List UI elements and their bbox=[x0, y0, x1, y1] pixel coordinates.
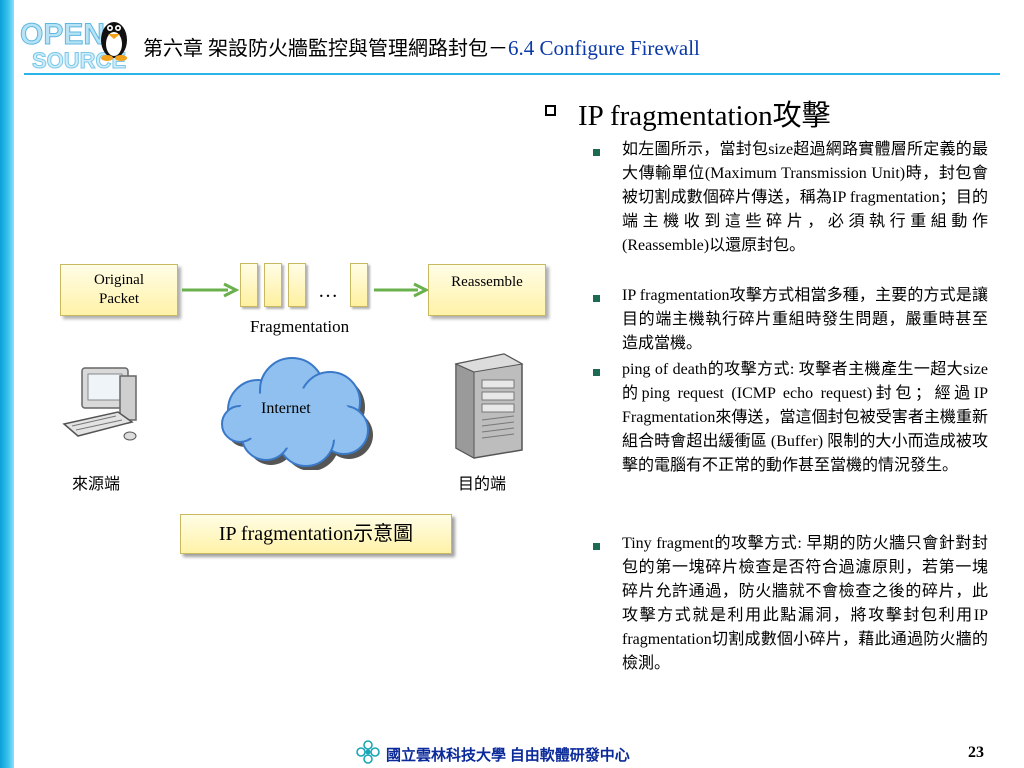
destination-label: 目的端 bbox=[458, 476, 507, 493]
chapter-title-zh: 第六章 架設防火牆監控與管理網路封包－ bbox=[143, 38, 508, 60]
chapter-title-en: 6.4 Configure Firewall bbox=[508, 36, 700, 60]
svg-text:OPEN: OPEN bbox=[20, 18, 105, 51]
desktop-computer-icon bbox=[62, 367, 137, 441]
open-source-penguin-logo: OPEN SOURCE bbox=[20, 18, 127, 74]
arrow-right-icon bbox=[182, 282, 240, 298]
reassemble-box: Reassemble bbox=[428, 264, 546, 316]
server-icon bbox=[454, 353, 524, 459]
bullet-text-1: 如左圖所示，當封包size超過網路實體層所定義的最大傳輸單位(Maximum T… bbox=[622, 141, 988, 254]
bullet-square-icon bbox=[593, 369, 600, 376]
fragment-box bbox=[288, 263, 306, 307]
chapter-title: 第六章 架設防火牆監控與管理網路封包－6.4 Configure Firewal… bbox=[143, 32, 700, 61]
ellipsis: … bbox=[318, 280, 338, 302]
arrow-right-icon bbox=[374, 282, 430, 298]
diagram-caption: IP fragmentation示意圖 bbox=[180, 514, 452, 554]
bullet-square-icon bbox=[593, 543, 600, 550]
bullet-square-icon bbox=[593, 149, 600, 156]
fragmentation-label: Fragmentation bbox=[250, 317, 350, 336]
bullet-text-3: ping of death的攻擊方式: 攻擊者主機產生一超大size的ping … bbox=[622, 361, 988, 474]
internet-label: Internet bbox=[261, 400, 311, 417]
internet-cloud-icon bbox=[221, 357, 373, 470]
heading-square-bullet-icon bbox=[545, 105, 556, 116]
left-accent-bar bbox=[0, 0, 14, 768]
page-number: 23 bbox=[968, 744, 984, 761]
fragment-box bbox=[240, 263, 258, 307]
source-label: 來源端 bbox=[72, 476, 121, 493]
bullet-square-icon bbox=[593, 295, 600, 302]
fragment-box bbox=[350, 263, 368, 307]
university-flower-logo-icon bbox=[356, 740, 380, 764]
bullet-text-4: Tiny fragment的攻擊方式: 早期的防火牆只會針對封包的第一塊碎片檢查… bbox=[622, 535, 988, 672]
fragment-box bbox=[264, 263, 282, 307]
original-packet-box: Original Packet bbox=[60, 264, 178, 316]
header-divider bbox=[24, 73, 1000, 75]
slide-heading: IP fragmentation攻擊 bbox=[578, 100, 831, 132]
bullet-text-2: IP fragmentation攻擊方式相當多種，主要的方式是讓目的端主機執行碎… bbox=[622, 287, 988, 352]
footer-organization: 國立雲林科技大學 自由軟體研發中心 bbox=[386, 748, 630, 764]
